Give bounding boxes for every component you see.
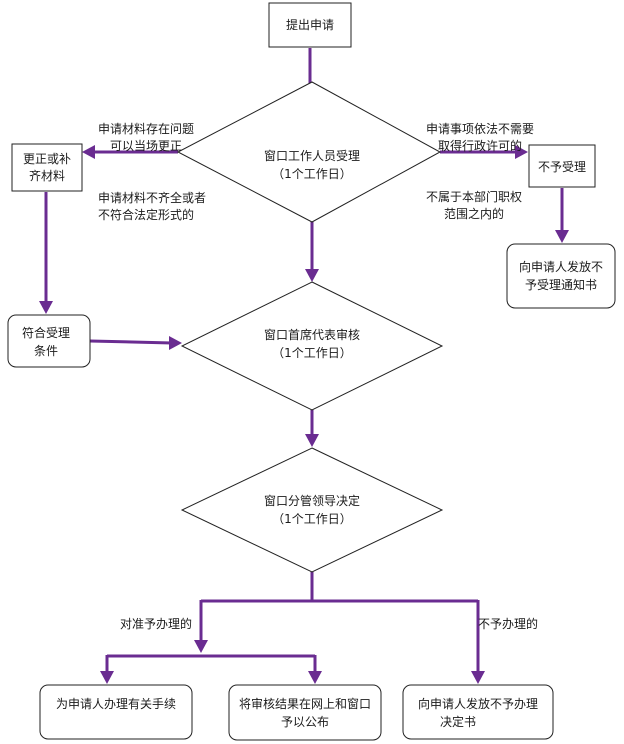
label-not-approved: 不予办理的 <box>478 616 538 631</box>
arrowhead <box>555 230 569 243</box>
node-publish: 将审核结果在网上和窗口 予以公布 <box>228 684 382 741</box>
node-correct-line1: 更正或补 <box>23 152 71 166</box>
label-fixable-line1: 申请材料存在问题 <box>98 122 194 136</box>
label-incomplete-line1: 申请材料不齐全或者 <box>98 190 206 205</box>
label-out-of-scope-line2: 范围之内的 <box>444 206 504 221</box>
arrowhead <box>515 145 528 159</box>
node-leader-decision-line2: （1个工作日） <box>272 512 352 526</box>
label-no-permit-line1: 申请事项依法不需要 <box>426 121 534 136</box>
node-reject: 不予受理 <box>528 144 596 188</box>
arrowhead <box>308 671 322 684</box>
edge-labels: 申请材料存在问题 可以当场更正 申请材料不齐全或者 不符合法定形式的 申请事项依… <box>98 121 538 631</box>
node-chief-review-line2: （1个工作日） <box>272 346 352 360</box>
arrowhead <box>305 269 319 282</box>
node-meets-line1: 符合受理 <box>22 325 70 340</box>
arrowhead <box>194 640 208 653</box>
node-publish-line1: 将审核结果在网上和窗口 <box>239 696 371 711</box>
node-handle-procedures: 为申请人办理有关手续 <box>39 684 193 740</box>
node-publish-line2: 予以公布 <box>281 715 329 729</box>
label-incomplete-line2: 不符合法定形式的 <box>98 207 194 222</box>
arrowhead <box>39 301 53 314</box>
node-no-handle-notice-line1: 向申请人发放不予办理 <box>418 696 538 711</box>
node-no-handle-notice: 向申请人发放不予办理 决定书 <box>402 684 554 740</box>
label-out-of-scope-line1: 不属于本部门职权 <box>426 189 522 204</box>
node-leader-decision: 窗口分管领导决定 （1个工作日） <box>180 447 444 573</box>
node-submit-label: 提出申请 <box>286 17 334 32</box>
arrowhead <box>305 434 319 447</box>
node-window-accept: 窗口工作人员受理 （1个工作日） <box>176 81 442 223</box>
node-window-accept-line1: 窗口工作人员受理 <box>264 149 360 163</box>
label-no-permit-line2: 取得行政许可的 <box>438 138 522 153</box>
arrowhead <box>169 336 182 350</box>
node-meets: 符合受理 条件 <box>7 314 91 368</box>
node-window-accept-line2: （1个工作日） <box>272 167 352 181</box>
node-handle-procedures-label: 为申请人办理有关手续 <box>56 696 176 711</box>
node-reject-label: 不予受理 <box>538 160 586 174</box>
node-reject-notice-line2: 予受理通知书 <box>525 278 597 292</box>
node-correct: 更正或补 齐材料 <box>11 143 83 192</box>
node-correct-line2: 齐材料 <box>29 168 65 183</box>
node-no-handle-notice-line2: 决定书 <box>440 714 476 729</box>
arrowhead <box>82 145 95 159</box>
node-leader-decision-line1: 窗口分管领导决定 <box>264 493 360 508</box>
node-chief-review-line1: 窗口首席代表审核 <box>264 327 360 342</box>
node-reject-notice: 向申请人发放不 予受理通知书 <box>506 243 616 309</box>
arrowhead <box>100 671 114 684</box>
node-reject-notice-line1: 向申请人发放不 <box>519 259 603 274</box>
node-meets-line2: 条件 <box>34 344 58 358</box>
arrowhead <box>471 671 485 684</box>
label-fixable-line2: 可以当场更正 <box>110 139 182 153</box>
node-submit: 提出申请 <box>268 2 352 48</box>
connectors <box>39 48 569 684</box>
label-approved: 对准予办理的 <box>120 616 192 631</box>
node-chief-review: 窗口首席代表审核 （1个工作日） <box>180 281 444 411</box>
arrow-meets-to-review <box>89 339 173 345</box>
